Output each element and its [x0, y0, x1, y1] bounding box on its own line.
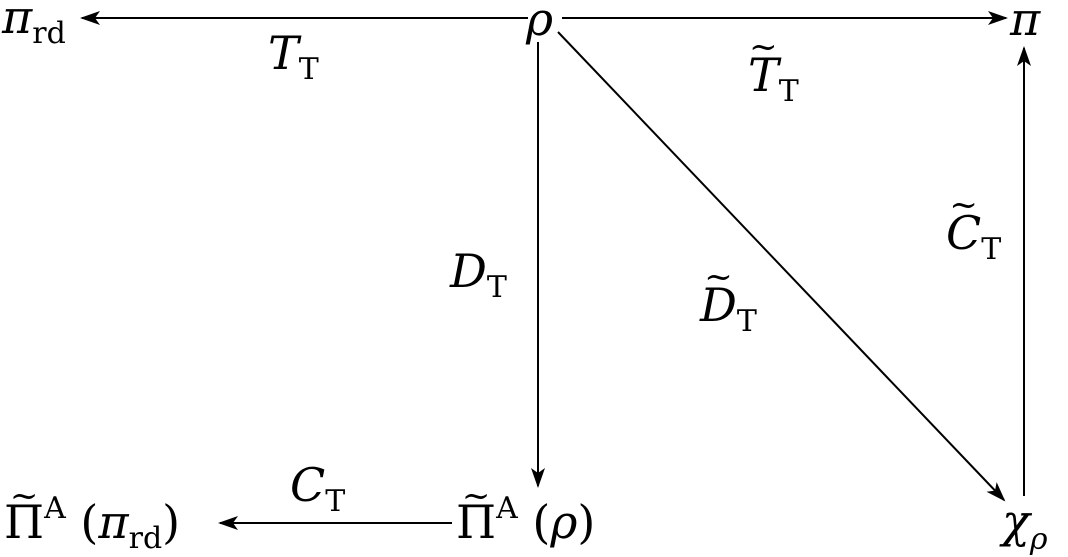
edge-label-d-tilde-t-sub: T	[736, 304, 757, 339]
edge-label-c-tilde-t-base: C	[946, 188, 981, 256]
node-rho: ρ	[526, 0, 553, 42]
node-pi-rd: πrd	[2, 0, 66, 49]
node-pi-a-pi-rd-close: )	[162, 495, 181, 549]
edge-label-t-t: TT	[268, 30, 319, 85]
edge-label-t-t-sub: T	[298, 52, 319, 87]
node-chi-rho-sub: ρ	[1029, 522, 1048, 557]
node-pi-a-rho-base: Π	[456, 479, 496, 545]
node-pi-rd-base: π	[2, 0, 33, 44]
node-pi-a-rho-close: )	[577, 495, 596, 549]
node-pi-a-pi-rd: ΠA (πrd)	[4, 479, 181, 556]
edge-label-t-tilde-t: TT	[748, 30, 799, 109]
edge-label-t-tilde-t-base: T	[748, 30, 779, 98]
node-pi-a-rho: ΠA (ρ)	[456, 479, 595, 545]
node-pi-a-rho-open: (	[532, 495, 551, 549]
node-pi-a-pi-rd-arg-sub: rd	[128, 521, 163, 556]
edge-label-c-tilde-t: CT	[946, 188, 1002, 267]
node-chi-rho: χρ	[1002, 498, 1048, 555]
edge-label-d-t: DT	[450, 248, 507, 303]
edge-label-c-tilde-t-sub: T	[981, 232, 1002, 267]
node-pi-a-rho-arg: ρ	[550, 495, 578, 549]
edge-label-d-t-sub: T	[486, 270, 507, 305]
arrow-rho-to-chi-rho	[557, 31, 1006, 502]
edge-label-c-t: CT	[290, 462, 345, 517]
edge-label-d-t-base: D	[450, 244, 487, 298]
node-pi: π	[1010, 0, 1040, 42]
edge-label-t-tilde-t-sub: T	[778, 74, 799, 109]
node-pi-a-pi-rd-base: Π	[4, 479, 44, 545]
edge-label-d-tilde-t: DT	[700, 260, 757, 339]
node-pi-a-pi-rd-sup: A	[44, 491, 66, 526]
edge-label-c-t-base: C	[290, 458, 326, 512]
node-pi-a-pi-rd-open: (	[80, 495, 99, 549]
node-pi-a-rho-sup: A	[496, 491, 518, 526]
edge-label-c-t-sub: T	[325, 484, 346, 519]
edge-label-d-tilde-t-base: D	[700, 260, 737, 328]
node-pi-base: π	[1010, 0, 1041, 46]
edge-label-t-t-base: T	[268, 26, 299, 80]
node-chi-rho-base: χ	[1002, 494, 1030, 548]
node-pi-rd-sub: rd	[32, 16, 66, 51]
node-rho-base: ρ	[526, 0, 554, 46]
node-pi-a-pi-rd-arg: π	[98, 495, 129, 549]
